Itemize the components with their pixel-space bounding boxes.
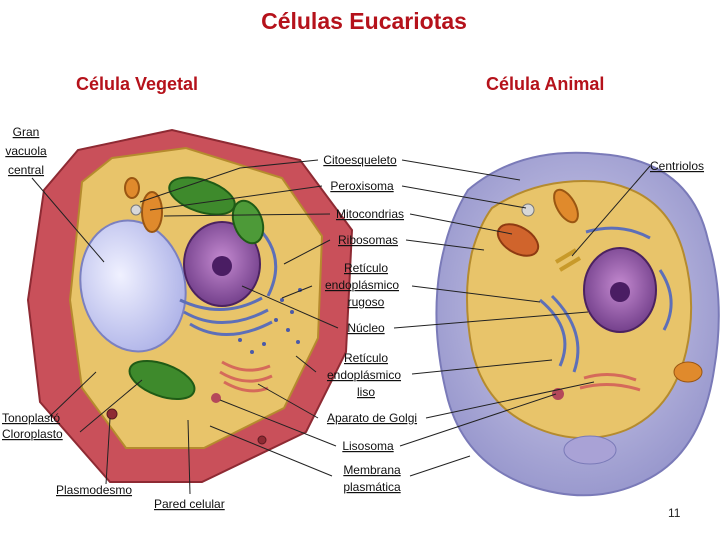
label-gran-vacuola-2: vacuola — [5, 144, 47, 158]
plant-cell-heading: Célula Vegetal — [76, 74, 199, 94]
label-citoesqueleto: Citoesqueleto — [323, 153, 397, 167]
animal-mitochondrion — [553, 188, 579, 224]
diagram-labels: Gran vacuola central Citoesqueleto Perox… — [2, 125, 704, 511]
plant-mitochondrion — [141, 191, 163, 233]
plasmodesma — [257, 435, 267, 445]
plant-cell — [26, 128, 354, 483]
label-tonoplasto: Tonoplastó — [2, 411, 60, 425]
plant-lysosome — [211, 393, 221, 403]
chloroplast — [231, 199, 265, 245]
animal-cytoplasm — [466, 180, 693, 439]
label-reticulo-rugoso-3: rugoso — [348, 295, 385, 309]
label-mitocondrias: Mitocondrias — [336, 207, 404, 221]
label-golgi: Aparato de Golgi — [327, 411, 417, 425]
plant-rough-er — [179, 231, 278, 336]
label-gran-vacuola-3: central — [8, 163, 44, 177]
central-vacuole — [79, 219, 187, 353]
animal-cell-heading: Célula Animal — [486, 74, 605, 94]
vesicle — [673, 361, 703, 383]
label-reticulo-liso-2: endoplásmico — [327, 368, 401, 382]
animal-cell — [435, 151, 720, 497]
label-cloroplasto: Cloroplasto — [2, 427, 63, 441]
label-reticulo-liso-3: liso — [357, 385, 375, 399]
label-reticulo-rugoso-1: Retículo — [344, 261, 388, 275]
animal-nucleolus — [610, 282, 630, 302]
animal-golgi — [579, 373, 641, 392]
label-membrana-2: plasmática — [343, 480, 401, 494]
chloroplast — [128, 359, 196, 401]
plant-golgi — [219, 360, 273, 393]
peroxisome — [130, 204, 142, 216]
plant-mitochondrion — [124, 177, 140, 199]
label-membrana-1: Membrana — [343, 463, 401, 477]
page-title: Células Eucariotas — [261, 8, 467, 34]
plant-nucleolus — [212, 256, 232, 276]
centrioles — [554, 248, 582, 272]
animal-peroxisome — [521, 203, 535, 217]
leader-lines — [31, 159, 651, 495]
label-pared-celular: Pared celular — [154, 497, 225, 511]
label-plasmodesmo: Plasmodesmo — [56, 483, 132, 497]
label-reticulo-liso-1: Retículo — [344, 351, 388, 365]
label-ribosomas: Ribosomas — [338, 233, 398, 247]
label-nucleo: Núcleo — [347, 321, 385, 335]
label-centriolos: Centriolos — [650, 159, 704, 173]
label-lisosoma: Lisosoma — [342, 439, 394, 453]
animal-er — [539, 226, 673, 373]
plasmodesma — [106, 408, 118, 420]
label-gran-vacuola-1: Gran — [13, 125, 40, 139]
animal-lysosome — [552, 388, 564, 400]
animal-mitochondrion — [496, 223, 540, 257]
page-number: 11 — [668, 506, 681, 520]
vesicle — [563, 435, 617, 465]
label-peroxisoma: Peroxisoma — [330, 179, 394, 193]
label-reticulo-rugoso-2: endoplásmico — [325, 278, 399, 292]
